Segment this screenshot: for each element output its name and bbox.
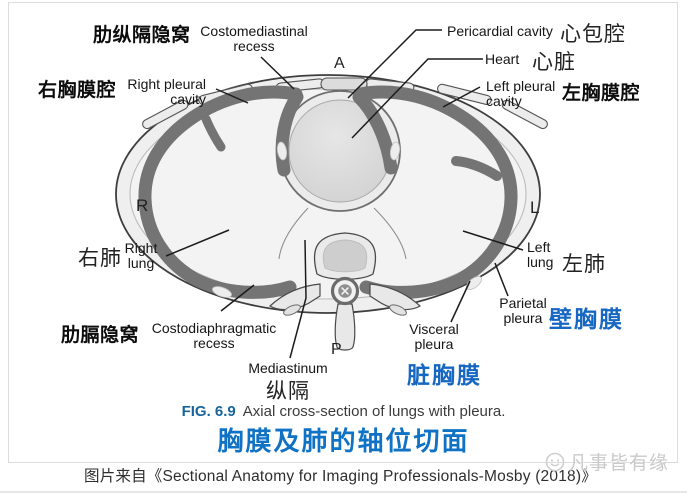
label-visceral-pleura-en: Visceral pleura	[409, 321, 459, 352]
bottom-divider	[0, 491, 687, 493]
leader-right-pleural	[215, 88, 249, 104]
leader-left-lung	[462, 230, 524, 251]
leader-heart	[351, 58, 483, 139]
vertebra-left-wing	[269, 283, 321, 311]
leader-lines	[165, 29, 524, 359]
label-parietal-pleura-cn: 壁胸膜	[549, 306, 624, 332]
pleural-reflection-gaps	[212, 141, 483, 298]
watermark: 凡事皆有缘	[544, 448, 669, 475]
left-fissure-spur	[451, 156, 502, 181]
figure-caption-cn: 胸膜及肺的轴位切面	[217, 426, 470, 456]
label-pericardial-cavity-en: Pericardial cavity	[447, 23, 553, 39]
marker-left: L	[530, 198, 540, 217]
right-fissure-spur	[201, 114, 226, 152]
vertebra	[269, 232, 421, 351]
watermark-logo-icon	[545, 452, 565, 471]
vertebra-right-wing	[369, 283, 421, 311]
vertebral-body-core	[322, 239, 368, 273]
rib-head-left	[283, 304, 301, 316]
label-visceral-pleura-cn: 脏胸膜	[407, 362, 482, 388]
leader-visceral-pleura	[450, 280, 471, 323]
label-right-lung-cn: 右肺	[78, 247, 122, 270]
right-medial-hook	[275, 90, 304, 177]
label-right-lung-en: Right lung	[124, 240, 158, 271]
watermark-text: 凡事皆有缘	[569, 453, 670, 474]
left-pleura-band	[353, 85, 518, 299]
spinous-process	[334, 303, 356, 351]
label-heart-cn: 心脏	[532, 51, 576, 74]
figure-caption-text: Axial cross-section of lungs with pleura…	[242, 403, 506, 420]
mediastinum-borders	[278, 207, 407, 260]
leader-costodiaphragmatic	[220, 284, 255, 312]
marker-anterior: A	[334, 55, 345, 72]
label-costomediastinal-recess-cn: 肋纵隔隐窝	[93, 25, 191, 46]
label-pericardial-cavity-cn: 心包腔	[560, 23, 626, 46]
label-left-pleural-cavity-cn: 左胸膜腔	[562, 83, 641, 104]
label-costodiaphragmatic-recess-cn: 肋膈隐窝	[61, 325, 140, 346]
rib-head-right	[389, 304, 407, 316]
leader-costomediastinal	[260, 56, 295, 90]
label-costomediastinal-recess-en: Costomediastinal recess	[200, 23, 308, 54]
marker-posterior: P	[331, 341, 342, 358]
label-right-pleural-cavity-en: Right pleural cavity	[127, 76, 206, 107]
label-left-pleural-cavity-en: Left pleural cavity	[486, 78, 556, 109]
label-mediastinum-cn: 纵隔	[266, 380, 310, 403]
label-heart-en: Heart	[485, 51, 520, 67]
leader-right-lung	[165, 229, 230, 257]
label-right-pleural-cavity-cn: 右胸膜腔	[38, 80, 117, 101]
leader-mediastinum	[289, 239, 307, 359]
left-medial-hook	[352, 90, 398, 175]
marker-right: R	[136, 196, 149, 215]
figure-border-frame	[8, 2, 678, 463]
figure-caption: FIG. 6.9 Axial cross-section of lungs wit…	[0, 403, 687, 420]
label-mediastinum-en: Mediastinum	[248, 360, 328, 376]
label-left-lung-en: Left lung	[527, 239, 554, 270]
label-parietal-pleura-en: Parietal pleura	[499, 295, 547, 326]
figure-number: FIG. 6.9	[181, 403, 236, 420]
leader-parietal-pleura	[494, 262, 509, 297]
leader-left-pleural	[442, 86, 481, 108]
label-left-lung-cn: 左肺	[562, 253, 606, 276]
leader-pericardial	[347, 29, 442, 99]
label-costodiaphragmatic-recess-en: Costodiaphragmatic recess	[151, 320, 277, 351]
image-source-line: 图片来自《Sectional Anatomy for Imaging Profe…	[84, 468, 597, 485]
